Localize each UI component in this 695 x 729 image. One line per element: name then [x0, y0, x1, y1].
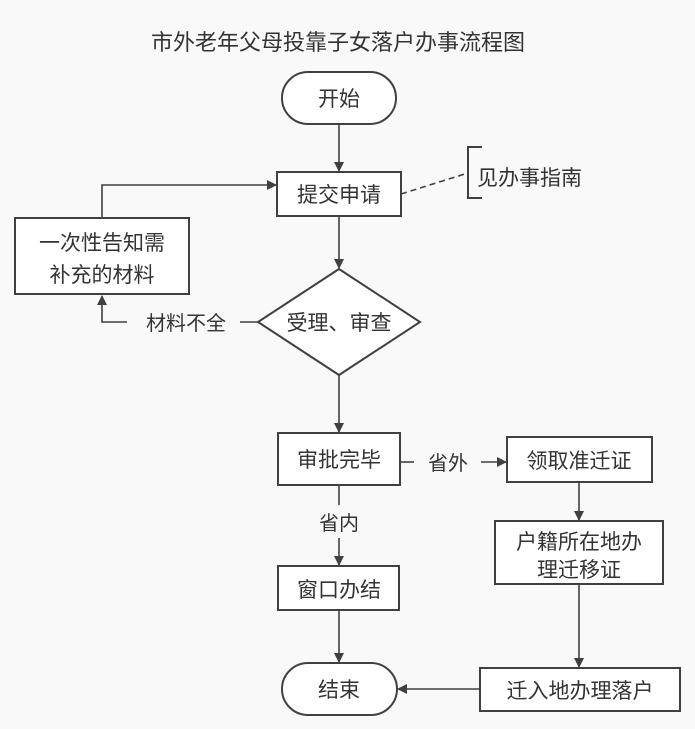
node-notify[interactable]: 一次性告知需 补充的材料 — [14, 217, 190, 295]
node-settle[interactable]: 迁入地办理落户 — [479, 667, 681, 712]
node-end[interactable]: 结束 — [281, 662, 398, 716]
node-permit-label: 领取准迁证 — [527, 449, 632, 473]
node-window-label: 窗口办结 — [297, 578, 381, 602]
node-notify-label-1: 一次性告知需 — [39, 231, 165, 255]
node-notify-label-2: 补充的材料 — [50, 263, 155, 287]
node-transfer-label-2: 理迁移证 — [537, 558, 621, 582]
node-end-label: 结束 — [318, 678, 360, 702]
edge-label-incomplete: 材料不全 — [146, 311, 226, 335]
edge-label-in-province: 省内 — [319, 511, 359, 535]
node-approved-label: 审批完毕 — [297, 448, 381, 472]
node-review[interactable]: 受理、审查 — [256, 267, 422, 377]
node-settle-label: 迁入地办理落户 — [507, 679, 654, 703]
node-approved[interactable]: 审批完毕 — [277, 432, 401, 486]
edge-review-notify — [97, 295, 127, 323]
node-permit[interactable]: 领取准迁证 — [506, 436, 653, 483]
node-transfer-label-1: 户籍所在地办 — [516, 530, 642, 554]
node-submit[interactable]: 提交申请 — [276, 171, 402, 217]
edge-label-out-of-province: 省外 — [428, 451, 468, 475]
diagram-title: 市外老年父母投靠子女落户办事流程图 — [151, 31, 525, 56]
node-review-label: 受理、审查 — [287, 311, 392, 335]
edge-annotation — [400, 172, 469, 195]
node-start-label: 开始 — [318, 87, 360, 111]
annotation-guide[interactable]: 见办事指南 — [467, 146, 582, 199]
node-submit-label: 提交申请 — [297, 183, 381, 207]
edge-notify-submit — [101, 180, 277, 218]
node-start[interactable]: 开始 — [281, 71, 397, 125]
annotation-label: 见办事指南 — [477, 166, 582, 190]
node-transfer[interactable]: 户籍所在地办 理迁移证 — [494, 520, 664, 585]
node-window[interactable]: 窗口办结 — [277, 565, 400, 611]
annotation-bracket — [467, 146, 482, 199]
